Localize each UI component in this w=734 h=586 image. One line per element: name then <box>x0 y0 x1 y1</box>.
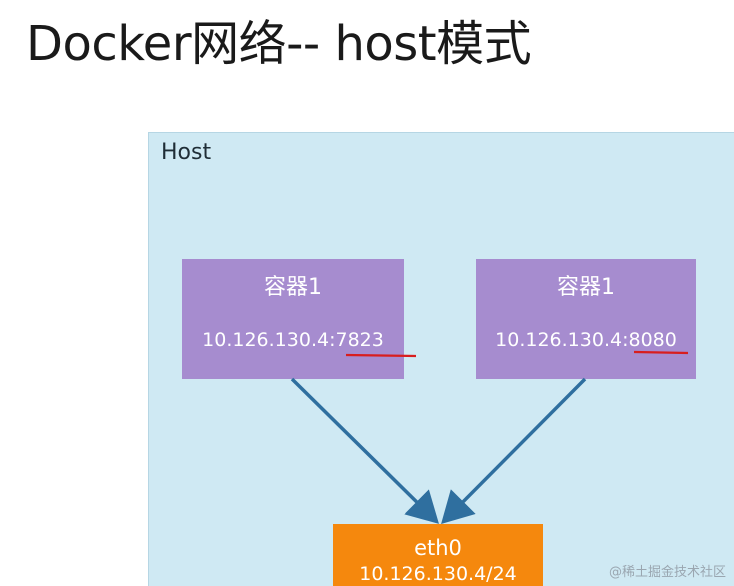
host-label: Host <box>161 140 212 165</box>
container-1-ip: 10.126.130.4: <box>202 329 336 351</box>
container-2-port: 8080 <box>628 329 677 351</box>
container-2-name: 容器1 <box>557 275 615 300</box>
container-1-port: 7823 <box>335 329 384 351</box>
container-2-ip: 10.126.130.4: <box>495 329 629 351</box>
eth0-interface-box: eth0 10.126.130.4/24 <box>333 524 543 586</box>
container-box-1: 容器1 10.126.130.4:7823 <box>182 259 404 379</box>
container-2-address: 10.126.130.4:8080 <box>476 327 696 353</box>
page-title: Docker网络-- host模式 <box>26 16 532 72</box>
eth0-name: eth0 <box>414 536 462 560</box>
container-1-name: 容器1 <box>264 275 322 300</box>
container-1-address: 10.126.130.4:7823 <box>182 327 404 353</box>
eth0-address: 10.126.130.4/24 <box>359 563 517 585</box>
container-box-2: 容器1 10.126.130.4:8080 <box>476 259 696 379</box>
watermark: @稀土掘金技术社区 <box>608 565 726 580</box>
